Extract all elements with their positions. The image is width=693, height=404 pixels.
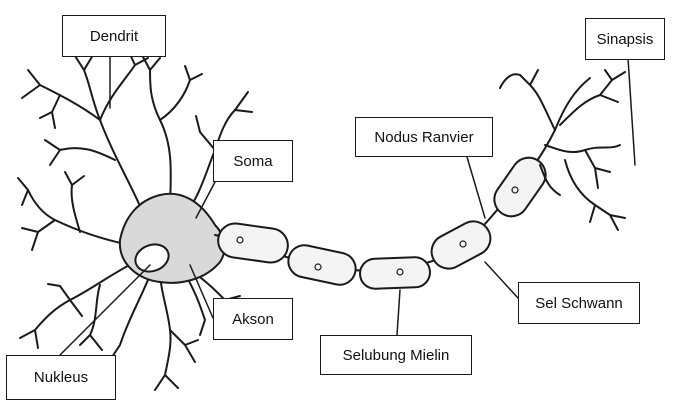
label-sinapsis: Sinapsis — [585, 18, 665, 60]
label-selubung-mielin: Selubung Mielin — [320, 335, 472, 375]
schwann-cell — [285, 242, 358, 287]
label-nodus-ranvier: Nodus Ranvier — [355, 117, 493, 157]
label-sel-schwann: Sel Schwann — [518, 282, 640, 324]
schwann-cell — [488, 151, 553, 223]
schwann-cell — [359, 257, 430, 289]
label-dendrit: Dendrit — [62, 15, 166, 57]
label-akson: Akson — [213, 298, 293, 340]
label-nukleus: Nukleus — [6, 355, 116, 400]
schwann-cell — [216, 221, 290, 264]
soma — [120, 194, 225, 283]
label-soma: Soma — [213, 140, 293, 182]
